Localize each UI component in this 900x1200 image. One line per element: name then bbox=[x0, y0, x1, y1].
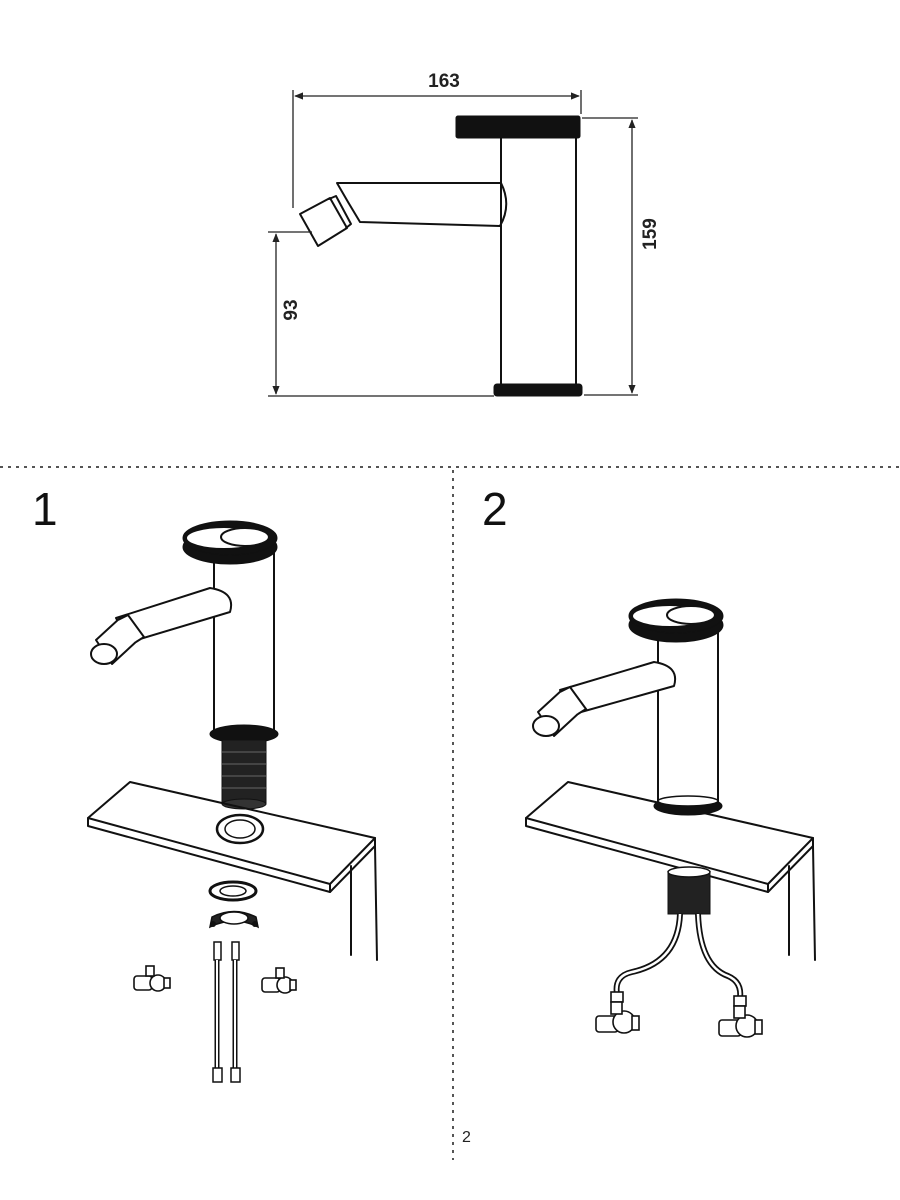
step-1-mounting-parts bbox=[133, 880, 297, 1083]
step-2-faucet bbox=[532, 598, 724, 816]
page-number: 2 bbox=[462, 1129, 471, 1146]
height-label: 159 bbox=[640, 218, 661, 250]
angle-valve-right bbox=[718, 1005, 763, 1038]
width-dimension: 163 bbox=[292, 71, 582, 208]
step-1-countertop bbox=[87, 781, 378, 961]
step-1-faucet bbox=[90, 520, 279, 810]
faucet-side-view bbox=[299, 115, 583, 397]
spout-height-label: 93 bbox=[281, 299, 302, 320]
faucet-body bbox=[500, 137, 577, 385]
step-2-under-counter-parts bbox=[595, 866, 763, 1038]
angle-valve-left bbox=[595, 1001, 640, 1034]
faucet-spout bbox=[336, 182, 508, 227]
angle-valve-left bbox=[133, 965, 171, 992]
spout-height-dimension: 93 bbox=[268, 231, 494, 397]
faucet-top-cap bbox=[455, 115, 581, 139]
height-dimension: 159 bbox=[582, 117, 661, 396]
angle-valve-right bbox=[261, 967, 297, 994]
step-1-number: 1 bbox=[32, 483, 58, 535]
step-2-countertop bbox=[525, 781, 816, 961]
step-2-number: 2 bbox=[482, 483, 508, 535]
width-label: 163 bbox=[428, 71, 460, 92]
faucet-base bbox=[493, 383, 583, 397]
